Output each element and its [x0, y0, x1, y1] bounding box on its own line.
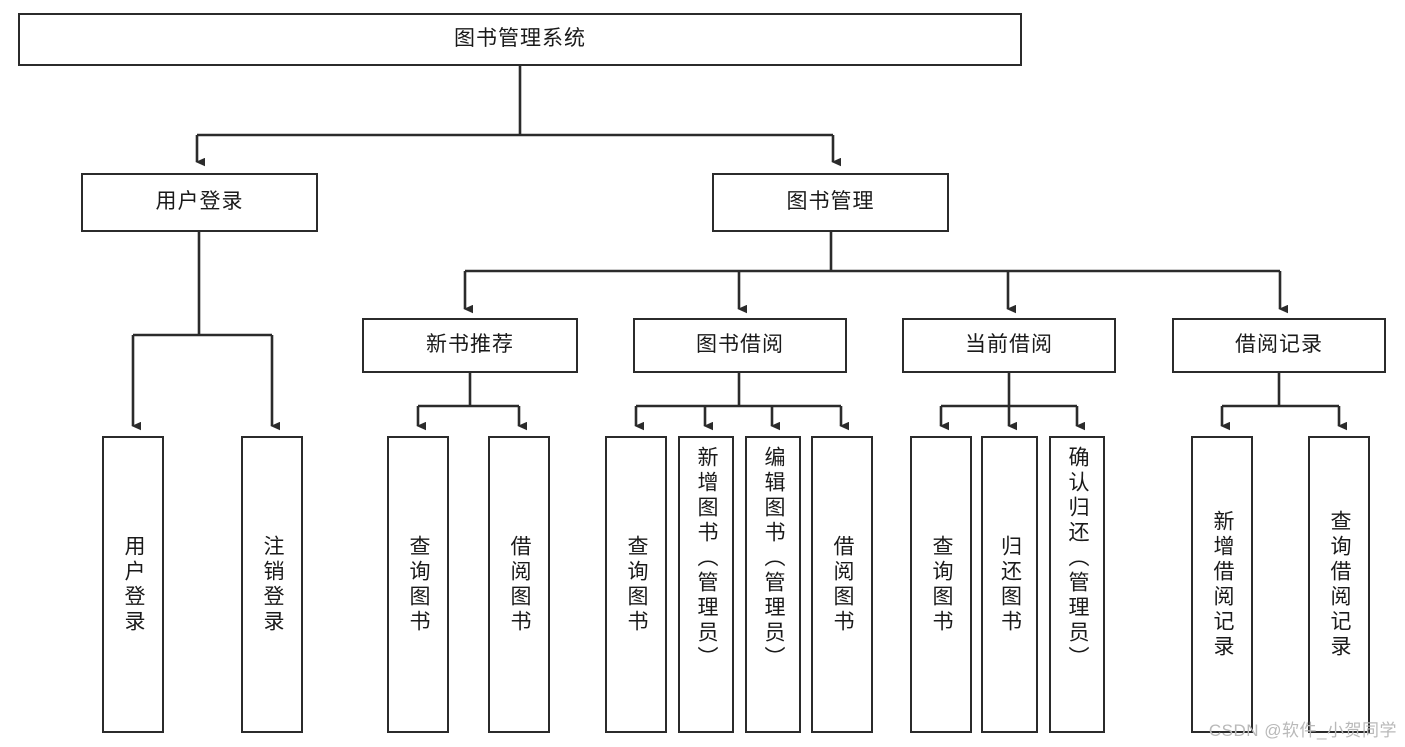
leaf-query-book-current[interactable]: 查询图书 — [910, 436, 972, 733]
node-label: 归还图书 — [998, 534, 1022, 635]
node-label: 编辑图书（管理员） — [762, 446, 786, 671]
leaf-borrow-book[interactable]: 借阅图书 — [811, 436, 873, 733]
node-borrow-record[interactable]: 借阅记录 — [1172, 318, 1386, 373]
node-label: 图书管理 — [786, 190, 875, 214]
leaf-user-login[interactable]: 用户登录 — [102, 436, 164, 733]
node-label: 新增图书（管理员） — [695, 446, 719, 671]
node-label: 注销登录 — [261, 534, 285, 635]
node-current-borrow[interactable]: 当前借阅 — [902, 318, 1116, 373]
node-book-borrow[interactable]: 图书借阅 — [633, 318, 847, 373]
node-book-management[interactable]: 图书管理 — [712, 173, 949, 232]
node-label: 用户登录 — [122, 534, 146, 635]
node-label: 图书管理系统 — [454, 27, 586, 51]
node-label: 借阅记录 — [1235, 333, 1323, 357]
leaf-query-book-borrow[interactable]: 查询图书 — [605, 436, 667, 733]
node-new-book-recommend[interactable]: 新书推荐 — [362, 318, 578, 373]
node-label: 新增借阅记录 — [1211, 509, 1235, 660]
node-label: 图书借阅 — [696, 333, 784, 357]
node-label: 新书推荐 — [426, 333, 514, 357]
leaf-query-book-recommend[interactable]: 查询图书 — [387, 436, 449, 733]
leaf-return-book[interactable]: 归还图书 — [981, 436, 1038, 733]
node-label: 查询图书 — [625, 534, 649, 635]
node-label: 借阅图书 — [508, 534, 532, 635]
node-root-book-management-system[interactable]: 图书管理系统 — [18, 13, 1022, 66]
leaf-borrow-book-recommend[interactable]: 借阅图书 — [488, 436, 550, 733]
leaf-query-borrow-record[interactable]: 查询借阅记录 — [1308, 436, 1370, 733]
leaf-user-logout[interactable]: 注销登录 — [241, 436, 303, 733]
node-label: 查询图书 — [930, 534, 954, 635]
watermark-text: CSDN @软件_小贺同学 — [1208, 721, 1397, 740]
leaf-edit-book-admin[interactable]: 编辑图书（管理员） — [745, 436, 801, 733]
node-label: 借阅图书 — [831, 534, 855, 635]
node-label: 查询图书 — [407, 534, 431, 635]
leaf-confirm-return-admin[interactable]: 确认归还（管理员） — [1049, 436, 1105, 733]
node-label: 查询借阅记录 — [1328, 509, 1352, 660]
leaf-add-borrow-record[interactable]: 新增借阅记录 — [1191, 436, 1253, 733]
node-label: 确认归还（管理员） — [1066, 446, 1090, 671]
leaf-add-book-admin[interactable]: 新增图书（管理员） — [678, 436, 734, 733]
node-label: 当前借阅 — [965, 333, 1053, 357]
node-user-login[interactable]: 用户登录 — [81, 173, 318, 232]
node-label: 用户登录 — [155, 190, 244, 214]
